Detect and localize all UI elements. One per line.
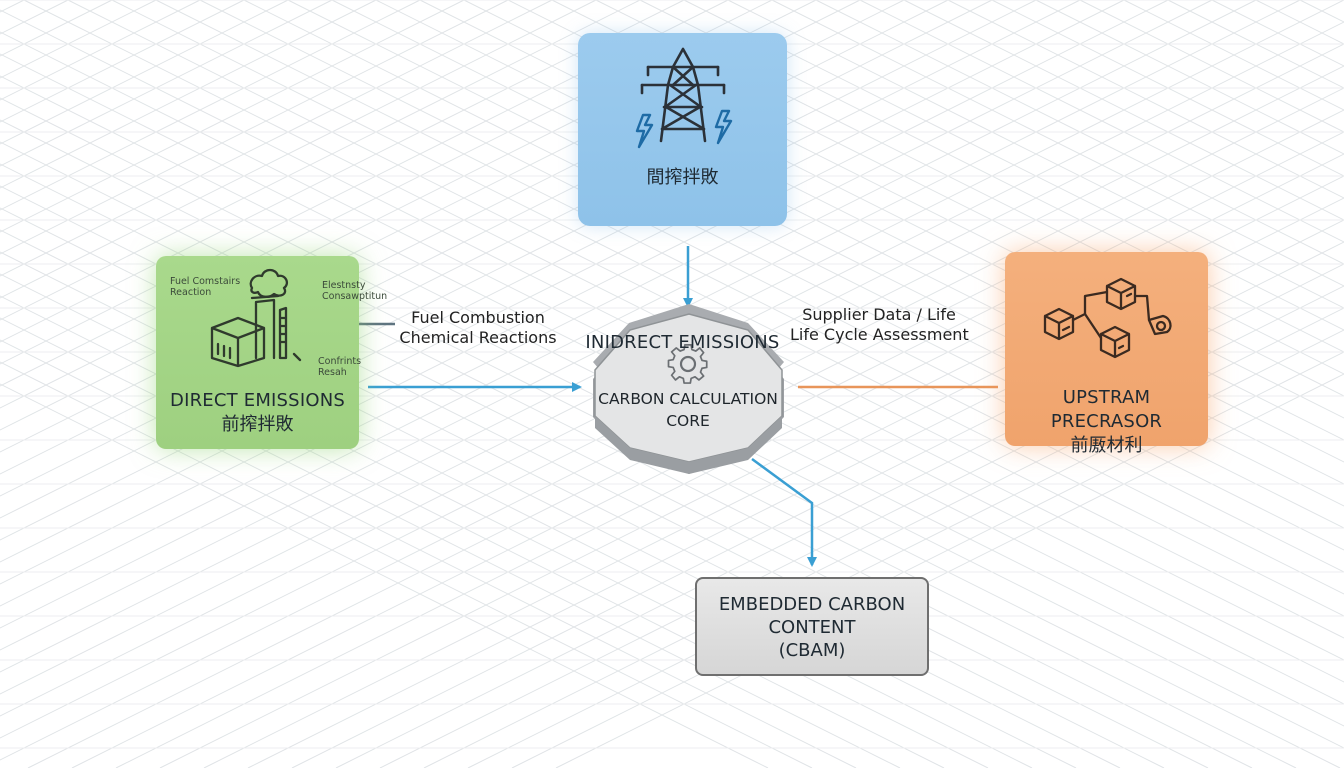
upstream-precursor-subtitle: 前厫材利 [1070,435,1143,456]
grid-line [0,0,685,343]
embedded-carbon-box[interactable]: EMBEDDED CARBON CONTENT (CBAM) [695,577,929,676]
grid-line [67,0,1344,639]
grid-line [0,163,1209,768]
annotation-electricity-line1: Elestnsty [322,280,366,291]
grid-line [0,0,1301,651]
grid-line [0,0,729,365]
grid-line [23,0,1344,661]
grid-line [0,0,553,277]
grid-line [199,0,1344,573]
indirect-emissions-title: INIDRECT EMISSIONS [585,332,780,353]
grid-line [27,109,1344,768]
embedded-carbon-line3: (CBAM) [778,640,846,661]
grid-line [771,0,1344,287]
grid-line [639,0,1344,353]
grid-line [115,153,1344,768]
grid-line [859,0,1344,243]
grid-line [0,0,289,145]
direct-emissions-title: DIRECT EMISSIONS [170,390,345,411]
annotation-constraints-line1: Confrints [318,356,362,367]
carbon-core-title-line1: CARBON CALCULATION [598,390,778,408]
grid-line [0,0,641,321]
grid-line [0,339,857,768]
upstream-flow-label: Supplier Data / Life Life Cycle Assessme… [790,305,969,345]
grid-line [71,131,1344,768]
annotation-fuel: Fuel Comstairs Reaction [170,276,240,298]
factory-icon [210,268,302,368]
grid-line [683,0,1344,331]
upstream-flow-label-line1: Supplier Data / Life [802,305,956,324]
indirect-emissions-subtitle: 間搾拌敗 [646,167,719,188]
embedded-carbon-line2: CONTENT [768,617,856,638]
carbon-core-prism [593,304,784,474]
grid-line [111,0,1344,617]
grid-line [0,0,421,211]
grid-line [155,0,1344,595]
grid-line [595,0,1344,375]
upstream-flow-label-line2: Life Cycle Assessment [790,325,969,344]
annotation-constraints-line2: Resah [318,367,347,378]
grid-line [0,141,1253,768]
direct-flow-label-line1: Fuel Combustion [411,308,545,327]
annotation-fuel-line1: Fuel Comstairs [170,276,241,287]
upstream-precursor-title: UPSTRAM PRECRASOR [1050,387,1163,432]
arrow-core-to-embedded [751,457,817,567]
grid-line [551,0,1344,397]
annotation-constraints: Confrints Resah [318,356,361,378]
grid-line [159,175,1344,768]
annotation-electricity: Elestnsty Consawptitun [322,280,387,302]
embedded-carbon-line1: EMBEDDED CARBON [718,594,906,615]
grid-line [0,0,509,255]
direct-flow-label-line2: Chemical Reactions [399,328,557,347]
grid-line [0,0,377,189]
grid-line [203,197,1344,768]
grid-line [0,317,901,768]
grid-line [1079,0,1344,133]
grid-line [0,0,465,233]
grid-line [727,0,1344,309]
grid-line [0,383,769,768]
indirect-emissions-box[interactable]: INIDRECT EMISSIONS 間搾拌敗 [578,33,787,353]
grid-line [0,361,813,768]
carbon-core-title-line2: CORE [666,412,710,430]
direct-emissions-subtitle: 前搾拌敗 [221,414,294,435]
boxes-network-icon [1043,277,1172,359]
grid-line [0,0,1169,585]
grid-line [903,0,1344,221]
grid-line [947,0,1344,199]
grid-line [0,0,817,409]
grid-line [0,0,1213,607]
grid-line [0,0,597,299]
direct-emissions-box[interactable]: Fuel Comstairs Reaction Elestnsty Consaw… [156,256,387,449]
grid-line [0,0,1257,629]
grid-line [0,0,333,167]
power-tower-icon [635,47,733,149]
upstream-precursor-box[interactable]: UPSTRAM PRECRASOR 前厫材利 [1005,252,1208,456]
grid-line [815,0,1344,265]
grid-line [0,0,773,387]
direct-flow-label: Fuel Combustion Chemical Reactions [394,308,562,348]
gear-icon [667,343,708,384]
grid-line [991,0,1344,177]
grid-line [1035,0,1344,155]
annotation-fuel-line2: Reaction [170,287,212,298]
annotation-electricity-line2: Consawptitun [322,291,388,302]
carbon-core-title: CARBON CALCULATION CORE [593,388,783,432]
grid-line [0,119,1297,768]
